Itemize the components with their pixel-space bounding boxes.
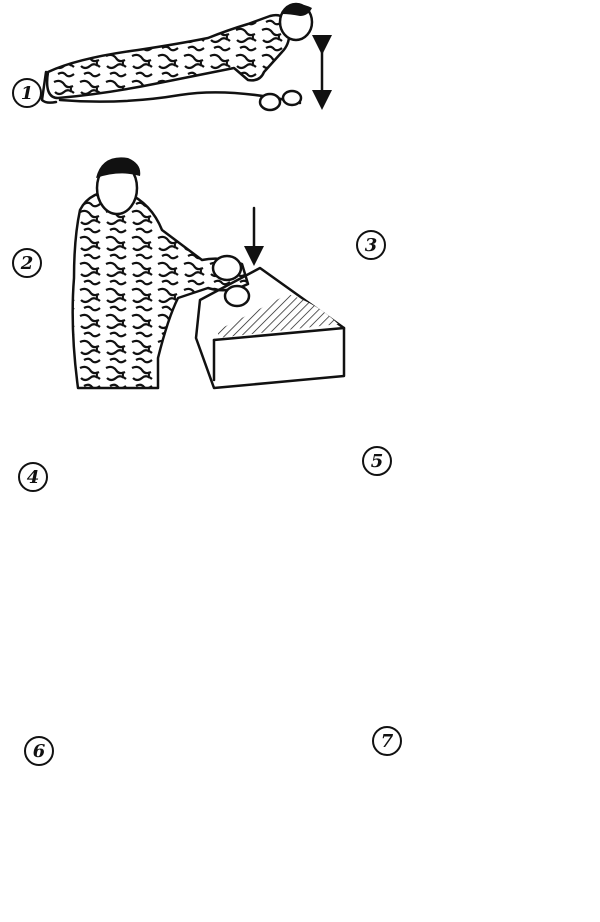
step-number-2: 2: [12, 248, 42, 278]
step-number-5: 5: [362, 446, 392, 476]
step-number-6: 6: [24, 736, 54, 766]
step-number-7: 7: [372, 726, 402, 756]
step-number-4: 4: [18, 462, 48, 492]
sand-box-strike-figure-icon: [71, 157, 346, 390]
push-up-figure-icon: [40, 2, 332, 112]
step-number-3: 3: [356, 230, 386, 260]
step-number-1: 1: [12, 78, 42, 108]
